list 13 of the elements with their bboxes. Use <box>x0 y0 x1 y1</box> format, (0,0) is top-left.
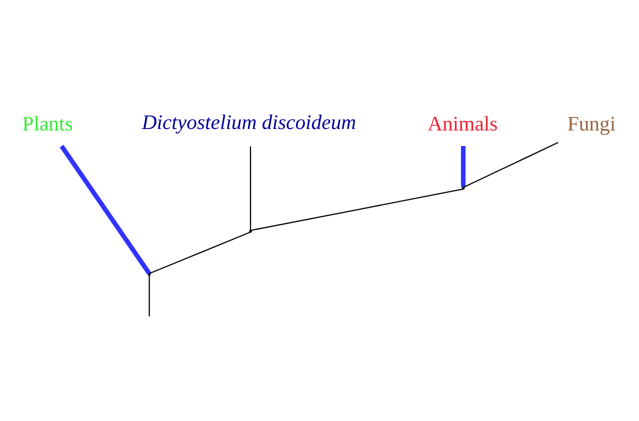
node-text: Plants <box>22 112 73 135</box>
connector <box>460 146 466 187</box>
node-text: Fungi <box>567 112 616 135</box>
connector <box>149 231 251 274</box>
node-point <box>249 229 252 232</box>
connector <box>148 274 150 316</box>
node-point <box>462 186 465 190</box>
connector <box>250 188 464 230</box>
connector <box>463 141 558 188</box>
node-text: Dictyostelium discoideum <box>142 112 356 134</box>
connector <box>250 146 252 230</box>
node-text: Animals <box>428 112 498 135</box>
node-point <box>148 272 151 276</box>
